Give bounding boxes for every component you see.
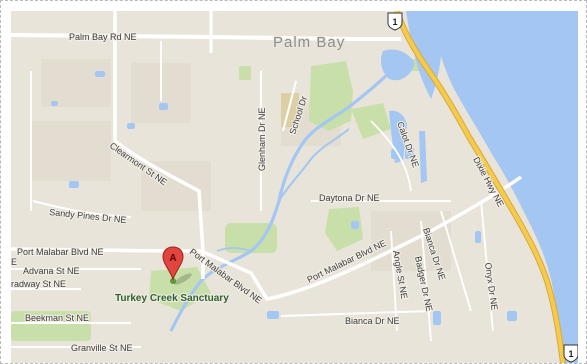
bay-water bbox=[431, 11, 578, 363]
road-label-beekman: Beekman St NE bbox=[25, 313, 89, 323]
map-canvas[interactable]: 1 1 Palm Bay Rd NE Palm Bay Clearmont St… bbox=[11, 11, 578, 363]
road-label-daytona: Daytona Dr NE bbox=[319, 193, 380, 203]
poi-label[interactable]: Turkey Creek Sanctuary bbox=[114, 292, 230, 305]
creek-branch-2 bbox=[216, 247, 252, 252]
road-label-glenham: Glenham Dr NE bbox=[257, 107, 267, 171]
canal-water-2 bbox=[419, 131, 427, 183]
map-view[interactable]: 1 1 Palm Bay Rd NE Palm Bay Clearmont St… bbox=[11, 11, 578, 363]
road-label-port-malabar-left: Port Malabar Blvd NE bbox=[17, 247, 104, 257]
us1-shield-bottom: 1 bbox=[563, 344, 578, 363]
road-label-edge-e: E bbox=[11, 257, 17, 267]
creek-branch bbox=[278, 128, 350, 202]
road-label-broadway: radway St NE bbox=[11, 279, 66, 289]
local-roads bbox=[11, 11, 523, 348]
shield-label-top: 1 bbox=[392, 17, 397, 27]
dixie-hwy[interactable] bbox=[395, 11, 565, 363]
marker-pin-icon[interactable] bbox=[162, 246, 184, 281]
us1-shield-top: 1 bbox=[387, 12, 403, 31]
road-label-bianca-dr: Bianca Dr NE bbox=[345, 316, 400, 326]
road-label-granville: Granville St NE bbox=[71, 343, 133, 353]
location-marker[interactable]: A bbox=[162, 246, 193, 287]
road-label-palm-bay-rd: Palm Bay Rd NE bbox=[69, 32, 137, 42]
poi-dot bbox=[170, 278, 176, 284]
marker-label: A bbox=[169, 253, 176, 264]
shield-label-bottom: 1 bbox=[568, 349, 573, 359]
ponds bbox=[51, 71, 517, 325]
road-label-advana: Advana St NE bbox=[23, 266, 80, 276]
city-label: Palm Bay bbox=[273, 34, 345, 51]
